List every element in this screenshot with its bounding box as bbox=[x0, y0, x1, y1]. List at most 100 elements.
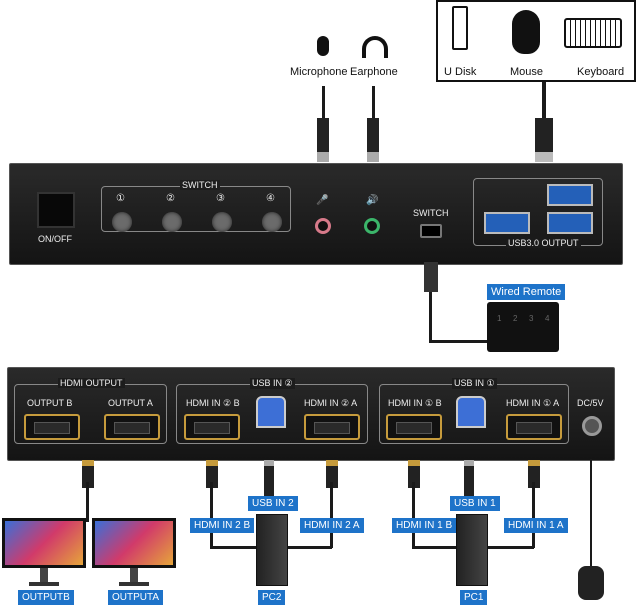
hdmi-in-2b-label: HDMI IN ② B bbox=[186, 398, 240, 408]
outputb-label: OUTPUTB bbox=[18, 590, 74, 605]
usb-in-2-label: USB IN ② bbox=[250, 378, 295, 389]
usb-plug bbox=[535, 118, 553, 162]
button-4-label: ④ bbox=[266, 193, 275, 204]
hdmi-in-1b-port[interactable] bbox=[386, 414, 442, 440]
remote-switch-label: SWITCH bbox=[413, 208, 449, 218]
remote-port[interactable] bbox=[420, 224, 442, 238]
monitor-b bbox=[2, 518, 86, 568]
hdmi-output-label: HDMI OUTPUT bbox=[58, 378, 125, 388]
output-a-label: OUTPUT A bbox=[108, 398, 153, 408]
tag-hdmi-in-2b: HDMI IN 2 B bbox=[190, 518, 255, 533]
usb-in-2-port[interactable] bbox=[256, 396, 286, 428]
switch-title: SWITCH bbox=[180, 180, 220, 190]
hdmi-plug-output bbox=[82, 460, 94, 488]
tag-usb-in-1: USB IN 1 bbox=[450, 496, 500, 511]
tag-hdmi-in-1b: HDMI IN 1 B bbox=[392, 518, 457, 533]
audio-jack[interactable] bbox=[364, 218, 380, 234]
wired-remote[interactable] bbox=[487, 302, 559, 352]
cable-1a-h bbox=[488, 546, 534, 549]
usb-in-1-port[interactable] bbox=[456, 396, 486, 428]
pc1-label: PC1 bbox=[460, 590, 488, 605]
mic-symbol: 🎤 bbox=[316, 195, 329, 206]
usb-plug-2 bbox=[264, 460, 274, 496]
hdmi-plug-2b bbox=[206, 460, 218, 488]
remote-cable-down bbox=[429, 262, 432, 342]
remote-key-3[interactable]: 3 bbox=[529, 314, 534, 323]
cable-2a-h bbox=[284, 546, 332, 549]
mouse-icon bbox=[512, 10, 540, 54]
monitor-a-stand bbox=[130, 568, 138, 582]
usb-cable bbox=[542, 82, 546, 122]
monitor-b-stand bbox=[40, 568, 48, 582]
hdmi-in-1a-port[interactable] bbox=[506, 414, 562, 440]
tag-hdmi-in-1a: HDMI IN 1 A bbox=[504, 518, 568, 533]
keyboard-icon bbox=[564, 18, 622, 48]
speaker-symbol: 🔊 bbox=[366, 195, 379, 206]
cable-2b bbox=[210, 482, 213, 548]
dc-label: DC/5V bbox=[577, 398, 604, 408]
pc2-label: PC2 bbox=[258, 590, 286, 605]
monitor-b-base bbox=[29, 582, 59, 586]
earphone-plug bbox=[367, 118, 379, 162]
mouse-label: Mouse bbox=[510, 66, 544, 78]
earphone-label: Earphone bbox=[350, 66, 398, 78]
switch-button-3[interactable] bbox=[212, 212, 232, 232]
usb-plug-1 bbox=[464, 460, 474, 496]
power-switch[interactable] bbox=[37, 192, 75, 228]
remote-key-2[interactable]: 2 bbox=[513, 314, 518, 323]
udisk-label: U Disk bbox=[444, 66, 477, 78]
switch-button-1[interactable] bbox=[112, 212, 132, 232]
button-3-label: ③ bbox=[216, 193, 225, 204]
monitor-a-base bbox=[119, 582, 149, 586]
cable-1b-h bbox=[412, 546, 456, 549]
hdmi-in-1b-label: HDMI IN ① B bbox=[388, 398, 442, 408]
hdmi-plug-1b bbox=[408, 460, 420, 488]
hdmi-output-b-port[interactable] bbox=[24, 414, 80, 440]
power-adapter bbox=[578, 566, 604, 600]
on-off-label: ON/OFF bbox=[38, 234, 72, 244]
button-2-label: ② bbox=[166, 193, 175, 204]
pc2-tower bbox=[256, 514, 288, 586]
output-b-label: OUTPUT B bbox=[27, 398, 73, 408]
hdmi-in-2b-port[interactable] bbox=[184, 414, 240, 440]
usb-port-1[interactable] bbox=[484, 212, 530, 234]
mic-jack[interactable] bbox=[315, 218, 331, 234]
keyboard-label: Keyboard bbox=[577, 66, 625, 78]
dc-port[interactable] bbox=[582, 416, 602, 436]
hdmi-cable-output bbox=[86, 482, 89, 522]
button-1-label: ① bbox=[116, 193, 125, 204]
remote-plug bbox=[424, 262, 438, 292]
hdmi-output-a-port[interactable] bbox=[104, 414, 160, 440]
wired-remote-label: Wired Remote bbox=[487, 284, 566, 300]
usb-port-2[interactable] bbox=[547, 184, 593, 206]
cable-1b bbox=[412, 482, 415, 548]
switch-button-2[interactable] bbox=[162, 212, 182, 232]
mic-cable bbox=[322, 86, 325, 120]
usb-in-1-label: USB IN ① bbox=[452, 378, 497, 389]
earphone-icon bbox=[362, 36, 388, 58]
outputa-label: OUTPUTA bbox=[108, 590, 164, 605]
monitor-a bbox=[92, 518, 176, 568]
hdmi-in-1a-label: HDMI IN ① A bbox=[506, 398, 560, 408]
dc-cable bbox=[590, 459, 592, 569]
remote-key-4[interactable]: 4 bbox=[545, 314, 550, 323]
pc1-tower bbox=[456, 514, 488, 586]
tag-hdmi-in-2a: HDMI IN 2 A bbox=[300, 518, 364, 533]
udisk-icon bbox=[452, 6, 468, 50]
usb-port-3[interactable] bbox=[547, 212, 593, 234]
cable-1a bbox=[532, 482, 535, 548]
cable-2b-h bbox=[210, 546, 256, 549]
hdmi-plug-2a bbox=[326, 460, 338, 488]
earphone-cable bbox=[372, 86, 375, 120]
usb-output-label: USB3.0 OUTPUT bbox=[506, 238, 581, 248]
remote-cable-across bbox=[429, 340, 489, 343]
microphone-icon bbox=[317, 36, 329, 56]
hdmi-in-2a-label: HDMI IN ② A bbox=[304, 398, 358, 408]
mic-plug bbox=[317, 118, 329, 162]
remote-key-1[interactable]: 1 bbox=[497, 314, 502, 323]
microphone-label: Microphone bbox=[290, 66, 348, 78]
hdmi-plug-1a bbox=[528, 460, 540, 488]
switch-button-4[interactable] bbox=[262, 212, 282, 232]
cable-2a bbox=[330, 482, 333, 548]
hdmi-in-2a-port[interactable] bbox=[304, 414, 360, 440]
